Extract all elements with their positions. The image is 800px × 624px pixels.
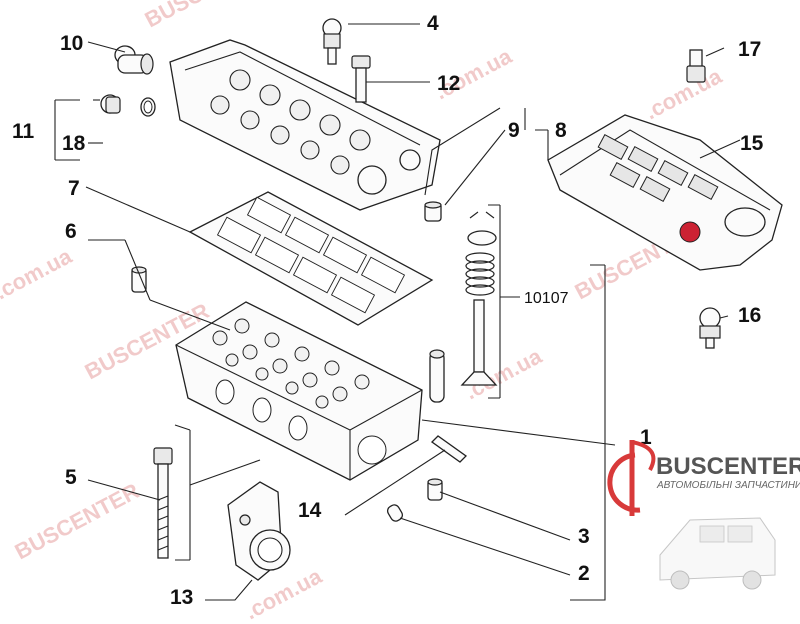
callout-12: 12 [437,72,460,95]
logo-brand-text: BUSCENTER [656,453,800,480]
part-15-engine-cover [547,114,783,271]
watermark-text: .com.ua [641,63,727,124]
watermark-text: BUSCENTER [141,0,274,32]
callout-18: 18 [62,132,86,155]
part-2-dowel [386,504,404,522]
callout-15: 15 [740,132,764,155]
part-18-plug [100,94,156,117]
callout-14: 14 [298,499,322,522]
callout-5: 5 [65,466,77,489]
leader-lines [54,23,741,601]
callout-16: 16 [738,304,761,327]
part-10-plug [114,45,154,75]
logo-tagline: АВТОМОБІЛЬНІ ЗАПЧАСТИНИ [656,480,800,491]
callout-3: 3 [578,525,590,548]
callout-9: 9 [508,119,520,142]
part-17-stud [686,49,706,83]
valve-assembly [429,211,498,403]
part-6-dowel [131,266,147,293]
part-16-ball-stud [699,307,721,349]
callout-labels: 10 11 18 4 12 17 9 8 15 7 6 10107 16 1 5… [12,12,764,609]
cylinder-head [175,301,423,481]
part-7-gasket [188,191,434,326]
part-5-head-bolt [153,447,173,559]
callout-4: 4 [427,12,439,35]
callout-2: 2 [578,562,590,585]
callout-17: 17 [738,38,761,61]
watermark-text: BUSCENTER [11,478,144,564]
van-illustration [659,517,776,590]
callout-11: 11 [12,120,35,143]
part-12-bolt [351,55,371,103]
camshaft-carrier [169,39,441,211]
part-4-sensor [322,18,342,65]
callout-6: 6 [65,220,77,243]
part-13-housing [227,481,291,581]
callout-10107: 10107 [524,290,569,307]
company-logo: BUSCENTER АВТОМОБІЛЬНІ ЗАПЧАСТИНИ [607,440,800,590]
part-14-stud [430,435,468,463]
callout-10: 10 [60,32,83,55]
callout-7: 7 [68,177,80,200]
callout-8: 8 [555,119,567,142]
watermark-text: .com.ua [0,243,76,304]
part-9-sleeve [424,201,442,222]
part-3-dowel [427,478,443,501]
callout-13: 13 [170,586,193,609]
